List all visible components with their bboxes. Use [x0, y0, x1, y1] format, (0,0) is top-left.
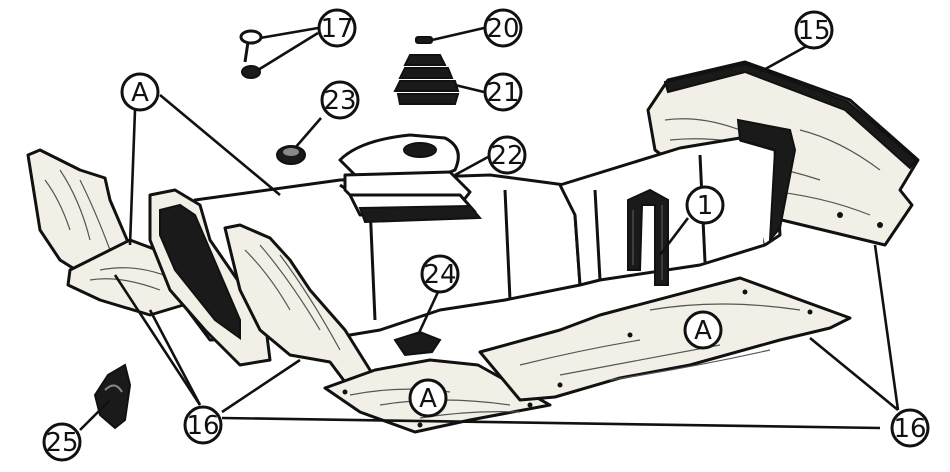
callout-16-right-label: 16	[893, 414, 926, 444]
callout-25-label: 25	[45, 428, 78, 458]
part-20-nut	[415, 36, 433, 44]
callout-17-label: 17	[320, 14, 353, 44]
callout-15: 15	[794, 10, 834, 50]
callout-24: 24	[420, 254, 460, 294]
callout-a-front-board: A	[408, 378, 448, 418]
part-23-grommet	[276, 145, 306, 165]
callout-a-front-board-label: A	[419, 384, 437, 414]
callout-22-label: 22	[490, 141, 523, 171]
part-22-gearbox-cover	[338, 133, 483, 224]
right-floor-board	[478, 276, 852, 402]
callout-23: 23	[320, 80, 360, 120]
callout-1-label: 1	[697, 191, 714, 221]
part-21-gaiter	[393, 54, 460, 105]
callout-a-right-board-label: A	[694, 316, 712, 346]
part-24-clip	[393, 330, 442, 357]
callout-16-right: 16	[890, 408, 930, 448]
callout-17: 17	[317, 8, 357, 48]
left-tunnel-side-panel	[148, 188, 272, 367]
callout-24-label: 24	[423, 260, 456, 290]
callout-25: 25	[42, 422, 82, 462]
callout-21: 21	[483, 72, 523, 112]
callout-16-left: 16	[183, 405, 223, 445]
callout-15-label: 15	[797, 16, 830, 46]
part-17-screws	[239, 29, 263, 79]
callout-20: 20	[483, 8, 523, 48]
part-1-strap	[627, 188, 669, 286]
callout-1: 1	[685, 185, 725, 225]
part-25-bracket	[93, 363, 132, 430]
callout-21-label: 21	[486, 78, 519, 108]
callout-22: 22	[487, 135, 527, 175]
callout-a-top: A	[120, 72, 160, 112]
callout-16-left-label: 16	[186, 411, 219, 441]
callout-a-top-label: A	[131, 78, 149, 108]
callout-20-label: 20	[486, 14, 519, 44]
callout-23-label: 23	[323, 86, 356, 116]
callout-a-right-board: A	[683, 310, 723, 350]
